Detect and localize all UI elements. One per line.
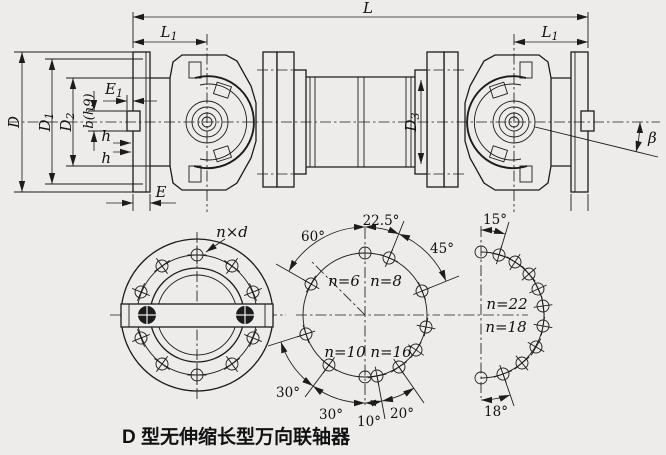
dimension-L: L — [133, 0, 588, 21]
bolt-hole — [240, 325, 266, 351]
label-L: L — [362, 0, 373, 17]
bolt-hole — [522, 333, 550, 361]
bolt-pattern-diagram-right: 15° n=22 n=18 18° — [444, 212, 555, 420]
dimension-L1-right: L1 — [514, 23, 588, 46]
label-18deg: 18° — [484, 404, 508, 420]
bolt-hole — [128, 325, 154, 351]
label-D3: D3 — [402, 112, 422, 132]
shaft-key — [126, 110, 141, 132]
label-45deg: 45° — [430, 241, 454, 257]
bolt-circle — [302, 252, 428, 378]
label-n18: n=18 — [485, 318, 526, 336]
label-n22: n=22 — [486, 295, 527, 313]
dimension-E1: E1 — [103, 80, 157, 110]
bolt-hole — [531, 314, 555, 338]
label-D2: D2 — [57, 112, 77, 132]
bearing-cap-top — [212, 81, 233, 99]
dimension-D1: D1 — [36, 58, 143, 185]
bearing-cap-bottom — [212, 145, 233, 163]
companion-flange-left — [262, 51, 278, 188]
yoke-body — [169, 54, 257, 191]
label-n16: n=16 — [370, 343, 412, 361]
dimension-D2: D2 — [57, 77, 150, 167]
label-E1: E1 — [104, 80, 123, 100]
label-D: D — [5, 116, 23, 129]
nxd-leader — [205, 238, 226, 253]
pin-bolt-left — [138, 306, 156, 324]
bolt-hole — [187, 365, 207, 385]
companion-flange-right — [276, 51, 295, 188]
label-n6: n=6 — [328, 272, 360, 290]
label-30deg-bottom: 30° — [319, 407, 343, 423]
deflection-angle-line — [534, 126, 659, 158]
label-h-upper: h — [101, 127, 111, 145]
pin-bolt-right — [236, 306, 254, 324]
bolt-pattern-diagram-middle: 60° 22.5° 45° n=6 n=8 n=10 n=16 30° 30° … — [267, 213, 460, 430]
label-n10: n=10 — [324, 343, 366, 361]
drawing-caption: D 型无伸缩长型万向联轴器 — [122, 425, 351, 448]
bearing-cup-outer-arc — [193, 75, 255, 170]
dimension-h-upper: h — [101, 127, 131, 147]
dimension-L1-left: L1 — [133, 23, 207, 46]
label-30deg-left: 30° — [276, 385, 300, 401]
label-beta: β — [647, 129, 657, 147]
label-L1-left: L1 — [160, 23, 178, 43]
yoke-cross-bar — [120, 303, 274, 328]
bolt-hole — [414, 315, 438, 339]
label-22-5deg: 22.5° — [363, 213, 400, 229]
label-60deg: 60° — [301, 229, 325, 245]
dimension-E: E — [106, 183, 176, 207]
label-nxd: n×d — [216, 223, 248, 241]
dimension-D: D — [5, 51, 133, 193]
label-20deg: 20° — [390, 406, 414, 422]
bolt-hole — [240, 279, 266, 305]
dimension-h-lower: h — [101, 148, 131, 167]
bolt-hole — [187, 245, 207, 265]
label-n8: n=8 — [370, 272, 402, 290]
dimension-b-h9: b(h9) — [82, 91, 127, 151]
label-10deg: 10° — [357, 414, 381, 430]
label-L1-right: L1 — [541, 23, 559, 43]
label-h-lower: h — [101, 149, 111, 167]
label-D1: D1 — [36, 112, 56, 132]
flange-face-view-left: n×d — [110, 223, 286, 400]
label-E: E — [155, 183, 167, 201]
label-b-h9: b(h9) — [82, 93, 97, 128]
label-15deg: 15° — [483, 212, 507, 228]
bolt-hole — [531, 294, 555, 318]
dimension-D3: D3 — [402, 80, 425, 164]
bolt-hole — [128, 279, 154, 305]
dimension-beta: β — [534, 121, 659, 158]
